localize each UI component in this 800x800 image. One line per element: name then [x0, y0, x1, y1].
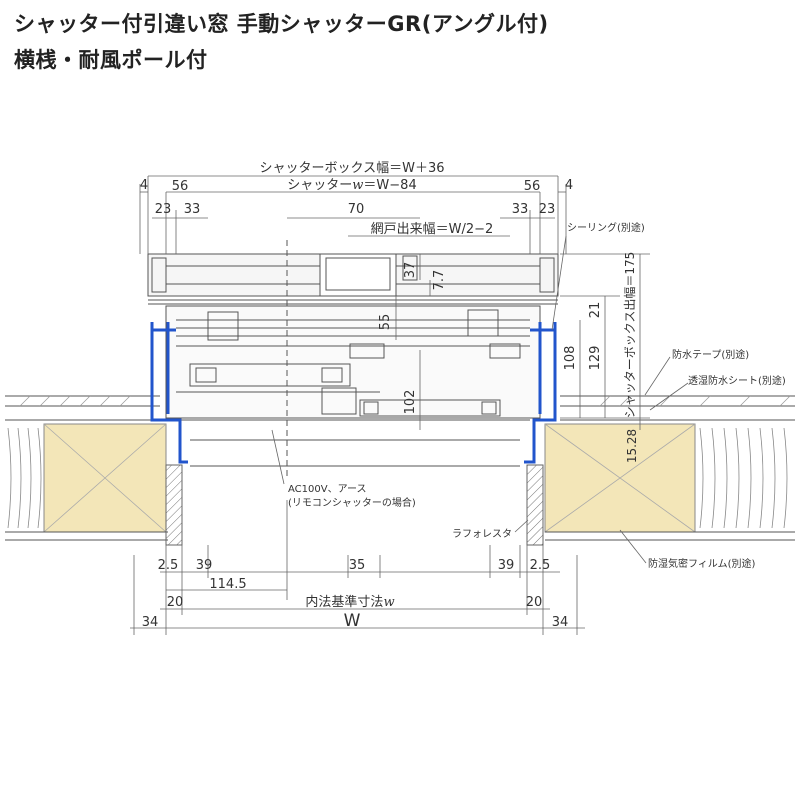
dim-bot-35: 35: [349, 558, 366, 573]
return-left: [165, 464, 183, 546]
dim-v-15-28: 15.28: [625, 429, 639, 463]
page-title: シャッター付引違い窓 手動シャッターGR(アングル付): [14, 12, 549, 36]
window-frame: [165, 305, 541, 467]
blue-angle-right: [524, 322, 557, 464]
dim-bot-20-right: 20: [526, 595, 543, 610]
dim-v-21: 21: [588, 302, 603, 319]
insulation-wool-left: [7, 427, 788, 529]
dim-right-33: 33: [512, 202, 529, 217]
label-waterproof-tape: 防水テープ(別途): [672, 348, 749, 361]
dim-box-depth: シャッターボックス出幅＝175: [622, 252, 637, 419]
label-sealing: シーリング(別途): [567, 221, 645, 234]
dim-screen-width: 網戸出来幅＝W/2−2: [371, 222, 494, 237]
dim-bot-20-left: 20: [167, 595, 184, 610]
dim-right-56: 56: [524, 179, 541, 194]
label-ac-line2: (リモコンシャッターの場合): [288, 496, 416, 509]
dim-bot-34-right: 34: [552, 615, 569, 630]
dim-left-23: 23: [155, 202, 172, 217]
dim-box-width: シャッターボックス幅＝W＋36: [259, 161, 444, 176]
page-subtitle: 横桟・耐風ポール付: [14, 48, 208, 72]
dim-left-4: 4: [140, 178, 148, 193]
dim-W: W: [344, 611, 361, 631]
dim-v-129: 129: [588, 346, 603, 371]
dim-right-23: 23: [539, 202, 556, 217]
dim-v-37: 37: [403, 262, 418, 279]
return-right: [526, 464, 544, 546]
leaders: [271, 235, 689, 564]
label-lath: ラフォレスタ: [452, 528, 512, 540]
dim-left-56: 56: [172, 179, 189, 194]
wall-exterior: [5, 395, 795, 421]
dim-v-108: 108: [563, 346, 578, 371]
dim-lines-bottom: [130, 500, 585, 635]
dim-left-33: 33: [184, 202, 201, 217]
blue-angle-left: [150, 322, 188, 464]
dim-lines-top: [139, 175, 567, 254]
dim-bot-114-5: 114.5: [209, 577, 246, 592]
dim-center-70: 70: [348, 202, 365, 217]
label-vapor-film: 防湿気密フィルム(別途): [648, 557, 756, 570]
dim-bot-39-right: 39: [498, 558, 515, 573]
dim-lines-right: [395, 253, 650, 430]
dim-bot-34-left: 34: [142, 615, 159, 630]
label-ac-line1: AC100V、アース: [288, 484, 366, 495]
dim-inner-base: 内法基準寸法w: [305, 594, 394, 610]
label-moisture-sheet: 透湿防水シート(別途): [688, 374, 786, 387]
dim-shutter-width: シャッターw＝W−84: [287, 178, 416, 193]
dim-bot-2-5-left: 2.5: [158, 558, 179, 573]
dim-v-55: 55: [378, 314, 393, 331]
dim-bot-39-left: 39: [196, 558, 213, 573]
dim-v-102: 102: [403, 390, 418, 415]
shutter-box: [147, 253, 559, 305]
dim-v-7-7: 7.7: [432, 270, 447, 291]
dim-bot-2-5-right: 2.5: [530, 558, 551, 573]
dim-right-4: 4: [565, 178, 573, 193]
